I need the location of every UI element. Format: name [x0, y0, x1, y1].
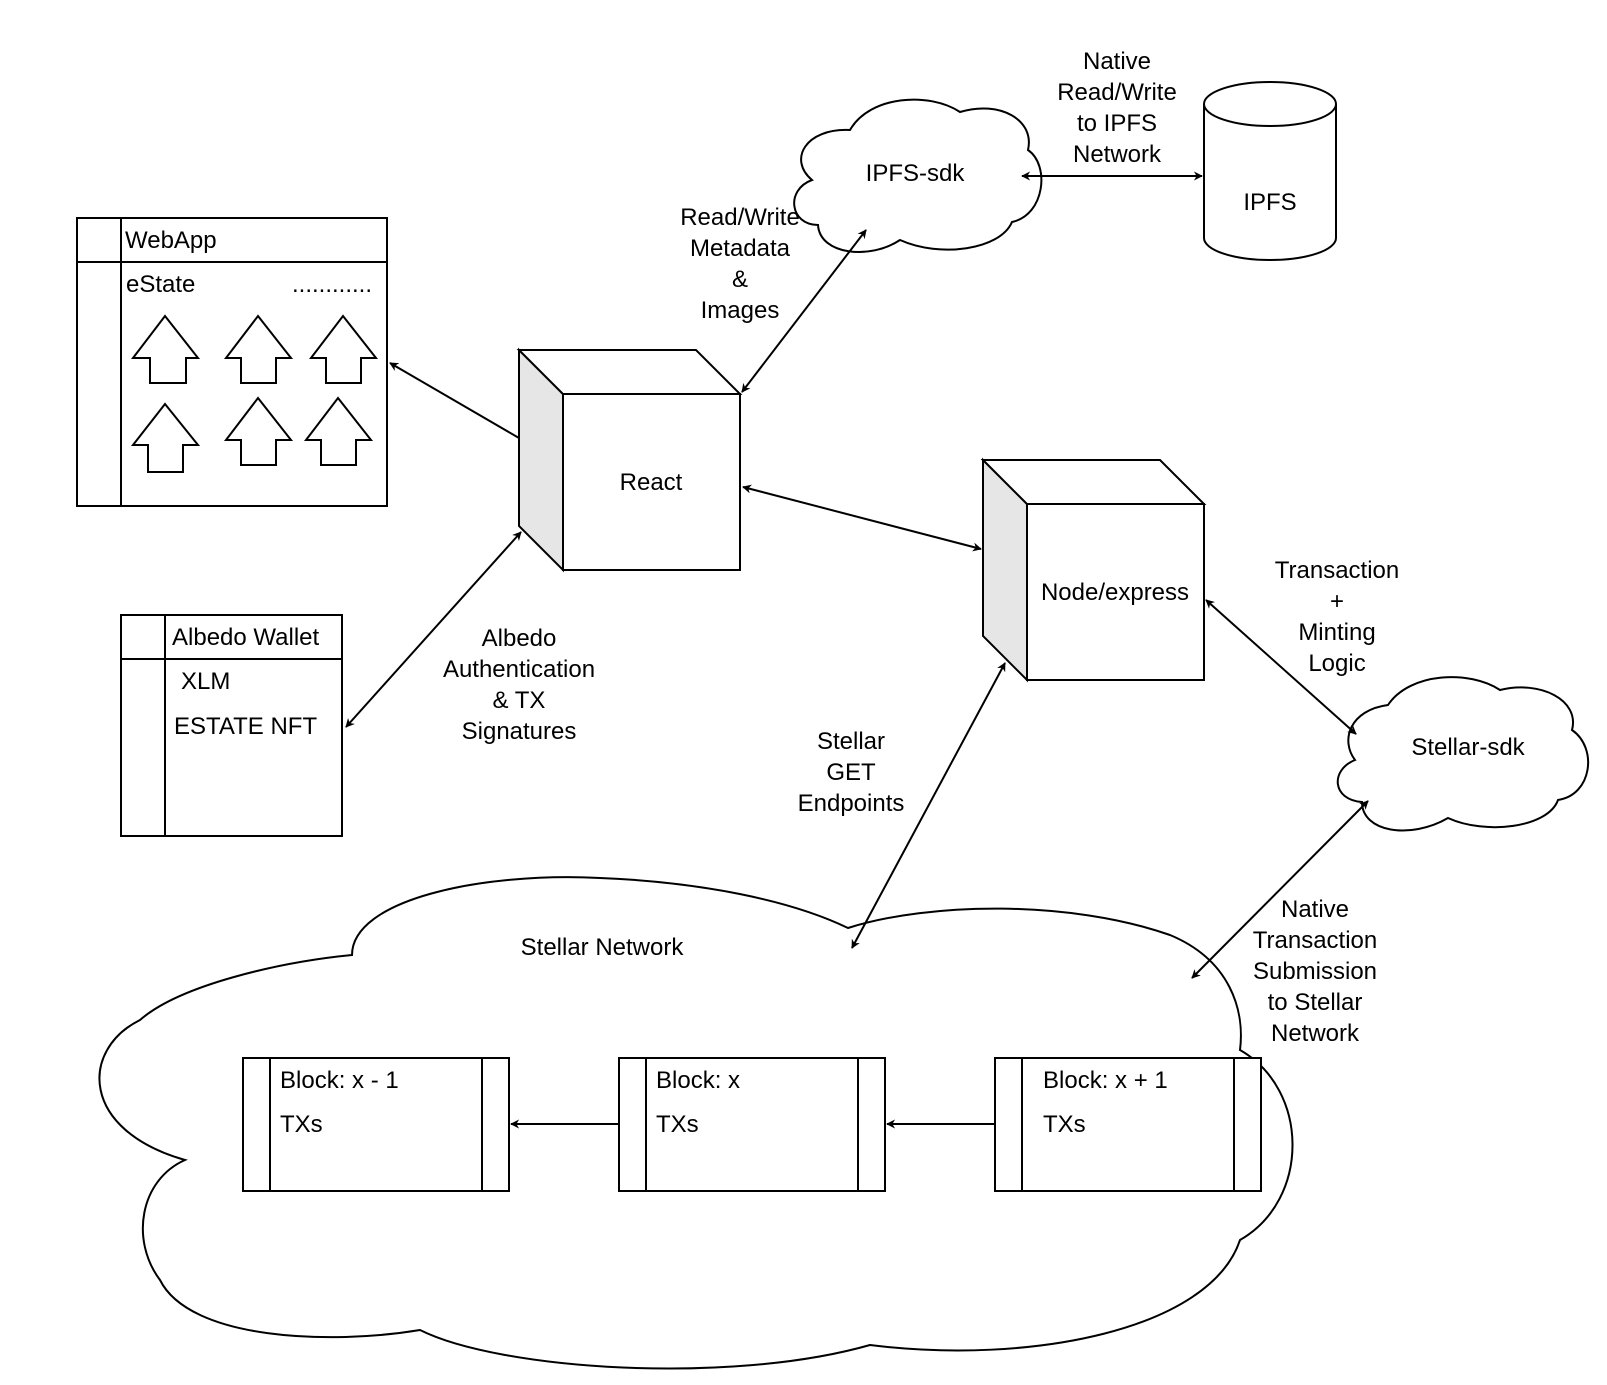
edge-label-line: Read/Write — [1057, 79, 1177, 106]
webapp-more-dots: ............ — [292, 271, 372, 298]
albedo-item-xlm: XLM — [181, 668, 230, 695]
block-content: TXs — [1043, 1111, 1086, 1138]
react-label: React — [620, 469, 683, 496]
react-node-arrow — [742, 484, 982, 552]
block-x-plus-1: Block: x + 1 TXs — [994, 1057, 1262, 1192]
label-native-tx: Native Transaction Submission to Stellar… — [1253, 896, 1378, 1047]
block-x: Block: x TXs — [618, 1057, 886, 1192]
edge-label-line: Native — [1281, 896, 1349, 923]
node-stellar-network-arrow — [851, 662, 1006, 949]
albedo-frame — [120, 614, 343, 837]
edge-label-line: Stellar — [817, 728, 885, 755]
edge-label-line: Endpoints — [798, 790, 905, 817]
house-icon — [308, 314, 379, 384]
edge-label-line: Albedo — [482, 625, 557, 652]
block-content: TXs — [656, 1111, 699, 1138]
cube-front — [1026, 503, 1205, 681]
edge-label-line: & — [732, 266, 748, 293]
webapp-title: WebApp — [125, 227, 217, 254]
ipfs-sdk-label: IPFS-sdk — [866, 160, 966, 187]
edge-label-line: Network — [1271, 1020, 1360, 1047]
edge-label-line: GET — [826, 759, 876, 786]
webapp-window: WebApp eState ............ — [76, 217, 388, 507]
house-icon — [130, 402, 201, 473]
label-native-ipfs: Native Read/Write to IPFS Network — [1057, 48, 1177, 168]
edge-label-line: Logic — [1308, 650, 1365, 677]
house-icon — [223, 396, 294, 466]
albedo-title: Albedo Wallet — [172, 624, 320, 651]
stellar-sdk-label: Stellar-sdk — [1411, 734, 1525, 761]
house-icon — [223, 314, 294, 384]
edge-label-line: + — [1330, 588, 1344, 615]
block-frame — [242, 1057, 510, 1192]
edge-label-line: to IPFS — [1077, 110, 1157, 137]
stellar-network-label: Stellar Network — [521, 934, 685, 961]
node-express-label: Node/express — [1041, 579, 1189, 606]
edge-label-line: Minting — [1298, 619, 1375, 646]
block-title: Block: x - 1 — [280, 1067, 399, 1094]
ipfs-database-cylinder: IPFS — [1203, 81, 1337, 261]
label-react-ipfs: Read/Write Metadata & Images — [680, 204, 800, 324]
block-x-minus-1: Block: x - 1 TXs — [242, 1057, 510, 1192]
label-stellar-get: Stellar GET Endpoints — [798, 728, 905, 817]
edge-label-line: Metadata — [690, 235, 791, 262]
albedo-wallet-window: Albedo Wallet XLM ESTATE NFT — [120, 614, 343, 837]
label-tx-minting: Transaction + Minting Logic — [1275, 557, 1400, 677]
webapp-section-label: eState — [126, 271, 195, 298]
block-title: Block: x + 1 — [1043, 1067, 1168, 1094]
block-content: TXs — [280, 1111, 323, 1138]
albedo-item-estate-nft: ESTATE NFT — [174, 713, 317, 740]
edge-label-line: Network — [1073, 141, 1162, 168]
stellar-sdk-network-arrow — [1191, 800, 1369, 979]
cube-front — [562, 393, 741, 571]
react-albedo-arrow — [345, 531, 522, 728]
block-frame — [618, 1057, 886, 1192]
node-stellar-sdk-arrow — [1205, 599, 1357, 735]
label-albedo-auth: Albedo Authentication & TX Signatures — [443, 625, 595, 745]
edge-label-line: Submission — [1253, 958, 1377, 985]
house-icon — [303, 396, 374, 466]
react-to-webapp-arrow — [389, 362, 520, 439]
edge-label-line: to Stellar — [1268, 989, 1363, 1016]
cylinder-top — [1203, 81, 1337, 127]
ipfs-sdk-cloud: IPFS-sdk — [793, 98, 1043, 253]
edge-label-line: Authentication — [443, 656, 595, 683]
react-ipfs-sdk-arrow — [741, 229, 867, 393]
edge-label-line: Signatures — [462, 718, 577, 745]
edge-label-line: & TX — [493, 687, 546, 714]
edge-label-line: Native — [1083, 48, 1151, 75]
stellar-sdk-cloud: Stellar-sdk — [1336, 676, 1589, 832]
edge-label-line: Transaction — [1253, 927, 1378, 954]
node-express-cube: Node/express — [980, 457, 1207, 683]
edge-label-line: Transaction — [1275, 557, 1400, 584]
ipfs-label: IPFS — [1243, 189, 1296, 216]
stellar-sdk-cloud-shape — [1336, 676, 1589, 832]
edge-label-line: Read/Write — [680, 204, 800, 231]
edge-label-line: Images — [701, 297, 780, 324]
ipfs-sdk-cloud-shape — [793, 98, 1043, 253]
house-icon — [130, 314, 201, 384]
block-title: Block: x — [656, 1067, 740, 1094]
react-server-cube: React — [516, 347, 743, 573]
cylinder-body — [1203, 104, 1337, 261]
block-frame — [994, 1057, 1262, 1192]
